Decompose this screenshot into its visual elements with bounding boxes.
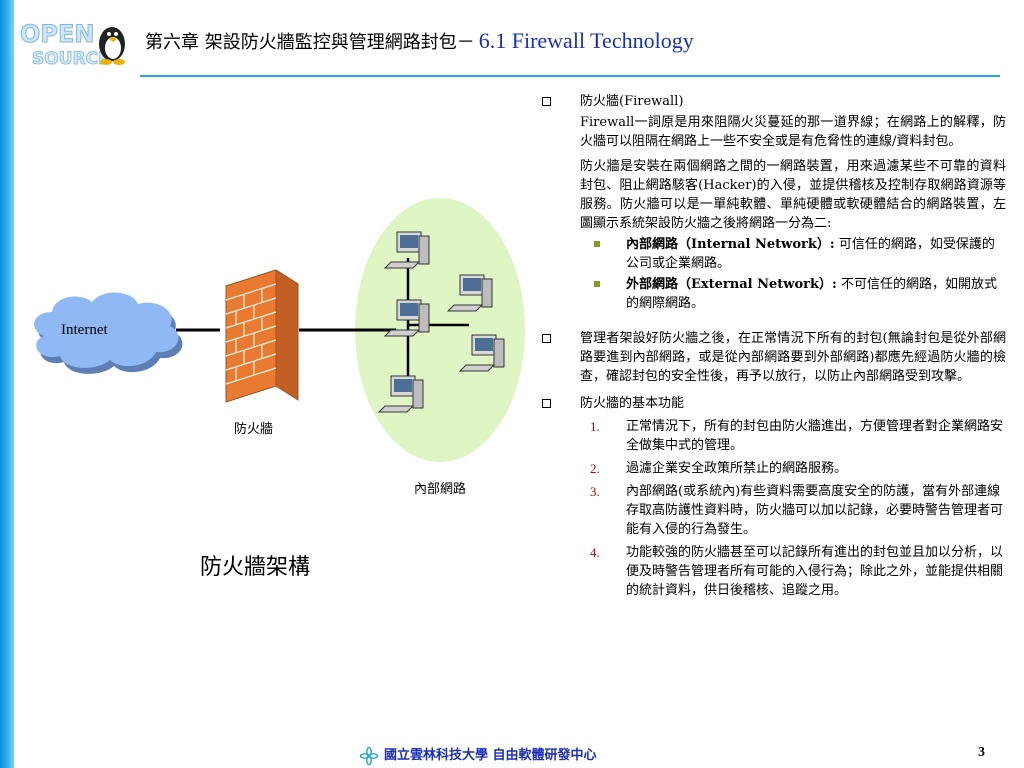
function-item-text: 正常情況下，所有的封包由防火牆進出，方便管理者對企業網路安全做集中式的管理。 <box>626 419 1004 453</box>
sub-bullet-internal-network: 內部網路（Internal Network）: 可信任的網路，如受保護的公司或企… <box>540 235 1006 273</box>
computer-icon <box>458 334 505 372</box>
page-number: 3 <box>978 745 985 760</box>
bullet-admin-inspection: 管理者架設好防火牆之後，在正常情況下所有的封包(無論封包是從外部網路要進到內部網… <box>540 329 1006 386</box>
firewall-label: 防火牆 <box>234 422 274 437</box>
firewall-architecture-diagram: Internet <box>34 198 525 462</box>
square-bullet-icon <box>594 281 600 287</box>
hollow-square-bullet-icon <box>542 334 551 343</box>
bullet-firewall-title: 防火牆(Firewall) <box>580 94 684 109</box>
computer-icon <box>446 274 493 312</box>
flower-logo-icon <box>360 746 378 765</box>
page-title-chinese: 第六章 架設防火牆監控與管理網路封包－ <box>145 32 475 53</box>
function-item-2: 2. 過濾企業安全政策所禁止的網路服務。 <box>540 459 1006 478</box>
hollow-square-bullet-icon <box>542 97 551 106</box>
open-source-logo: OPEN SOURCE <box>20 20 125 70</box>
computer-icon <box>383 299 430 337</box>
internet-cloud-icon <box>34 292 183 374</box>
internal-network-term: 內部網路（Internal Network）: <box>626 237 835 252</box>
function-item-3: 3. 內部網路(或系統內)有些資料需要高度安全的防護，當有外部連線存取高防護性資… <box>540 482 1006 539</box>
firewall-description-paragraph: 防火牆是安裝在兩個網路之間的一網路裝置，用來過濾某些不可靠的資料封包、阻止網路駭… <box>580 159 1006 231</box>
external-network-term: 外部網路（External Network）: <box>626 277 837 292</box>
function-item-4: 4. 功能較強的防火牆甚至可以記錄所有進出的封包並且加以分析，以便及時警告管理者… <box>540 543 1006 600</box>
bullet-firewall: 防火牆(Firewall) <box>540 92 1006 111</box>
item-number: 2. <box>590 461 600 476</box>
function-item-1: 1. 正常情況下，所有的封包由防火牆進出，方便管理者對企業網路安全做集中式的管理… <box>540 417 1006 455</box>
firewall-definition-paragraph: Firewall一詞原是用來阻隔火災蔓延的那一道界線；在網路上的解釋，防火牆可以… <box>580 115 1006 149</box>
item-number: 4. <box>590 545 600 560</box>
logo-text-top: OPEN <box>20 20 94 48</box>
internal-network-label: 內部網路 <box>414 482 467 497</box>
function-item-text: 功能較強的防火牆甚至可以記錄所有進出的封包並且加以分析，以便及時警告管理者所有可… <box>626 545 1004 598</box>
title-underline <box>140 75 1000 77</box>
footer-organization: 國立雲林科技大學 自由軟體研發中心 <box>360 744 597 765</box>
function-item-text: 內部網路(或系統內)有些資料需要高度安全的防護，當有外部連線存取高防護性資料時，… <box>626 484 1004 537</box>
logo-text-bottom: SOURCE <box>32 49 110 69</box>
footer-org-text: 國立雲林科技大學 自由軟體研發中心 <box>384 748 597 763</box>
content-area: 防火牆(Firewall) Firewall一詞原是用來阻隔火災蔓延的那一道界線… <box>540 92 1006 600</box>
item-number: 3. <box>590 484 600 499</box>
computer-icon <box>377 375 424 413</box>
hollow-square-bullet-icon <box>542 399 551 408</box>
square-bullet-icon <box>594 241 600 247</box>
sub-bullet-external-network: 外部網路（External Network）: 不可信任的網路，如開放式的網際網… <box>540 275 1006 313</box>
left-accent-bar <box>0 0 14 768</box>
basic-functions-title: 防火牆的基本功能 <box>580 396 685 411</box>
admin-inspection-text: 管理者架設好防火牆之後，在正常情況下所有的封包(無論封包是從外部網路要進到內部網… <box>580 331 1006 384</box>
function-item-text: 過濾企業安全政策所禁止的網路服務。 <box>626 461 848 476</box>
internet-label: Internet <box>61 322 108 338</box>
external-network-description: 不可信任的網路，如開放式的網際網路。 <box>626 277 997 311</box>
firewall-icon <box>224 269 300 403</box>
bullet-basic-functions: 防火牆的基本功能 <box>540 394 1006 413</box>
diagram-caption: 防火牆架構 <box>200 555 311 580</box>
page-title: 第六章 架設防火牆監控與管理網路封包－6.1 Firewall Technolo… <box>145 28 694 54</box>
page-title-english: 6.1 Firewall Technology <box>478 28 694 53</box>
item-number: 1. <box>590 419 600 434</box>
internal-network-description: 可信任的網路，如受保護的公司或企業網路。 <box>626 237 995 271</box>
computer-icon <box>383 231 430 269</box>
penguin-icon <box>99 27 125 65</box>
